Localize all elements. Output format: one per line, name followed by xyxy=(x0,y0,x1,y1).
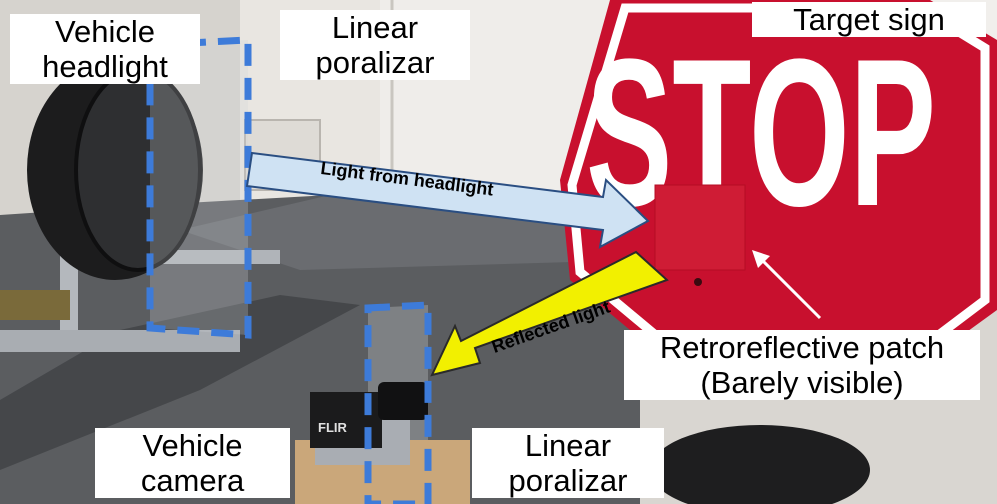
label-linear-polarizer-top-line2: poralizar xyxy=(315,45,435,80)
label-vehicle-headlight-line1: Vehicle xyxy=(55,14,155,49)
label-vehicle-camera-line1: Vehicle xyxy=(142,428,243,463)
label-retroreflective-patch-line1: Retroreflective patch xyxy=(659,330,945,365)
label-retroreflective-patch-line2: (Barely visible) xyxy=(700,365,904,400)
label-linear-polarizer-top: Linear poralizar xyxy=(280,10,470,80)
label-linear-polarizer-bottom: Linear poralizar xyxy=(472,428,664,498)
headlight-base-rail xyxy=(0,330,240,352)
polarizer-outline-top xyxy=(146,36,252,339)
patch-pointer-head xyxy=(752,250,770,268)
retroreflective-patch xyxy=(654,184,746,271)
label-vehicle-camera-line2: camera xyxy=(140,463,245,498)
headlight-wires xyxy=(0,290,70,320)
label-vehicle-camera: Vehicle camera xyxy=(95,428,290,498)
sign-stand-base xyxy=(650,425,870,504)
table-edge xyxy=(0,295,360,470)
label-retroreflective-patch: Retroreflective patch (Barely visible) xyxy=(624,330,980,400)
patch-pointer-line xyxy=(758,256,822,320)
label-target-sign: Target sign xyxy=(752,2,986,37)
camera-lens xyxy=(378,382,428,420)
arrow-reflected-light xyxy=(430,250,669,377)
camera-brand-logo: FLIR xyxy=(318,420,347,435)
label-linear-polarizer-bottom-line1: Linear xyxy=(524,428,612,463)
arrow-light-from-headlight xyxy=(245,151,650,249)
label-vehicle-headlight-line2: headlight xyxy=(42,49,168,84)
label-vehicle-headlight: Vehicle headlight xyxy=(10,14,200,84)
label-linear-polarizer-bottom-line2: poralizar xyxy=(508,463,628,498)
stop-sign xyxy=(560,0,997,395)
polarizer-sheet-top xyxy=(150,40,248,335)
label-target-sign-text: Target sign xyxy=(793,2,945,37)
sign-bolt xyxy=(694,278,702,286)
polarizer-outline-bottom xyxy=(364,301,432,504)
stop-sign-text: STOP xyxy=(586,15,936,250)
label-linear-polarizer-top-line1: Linear xyxy=(331,10,419,45)
